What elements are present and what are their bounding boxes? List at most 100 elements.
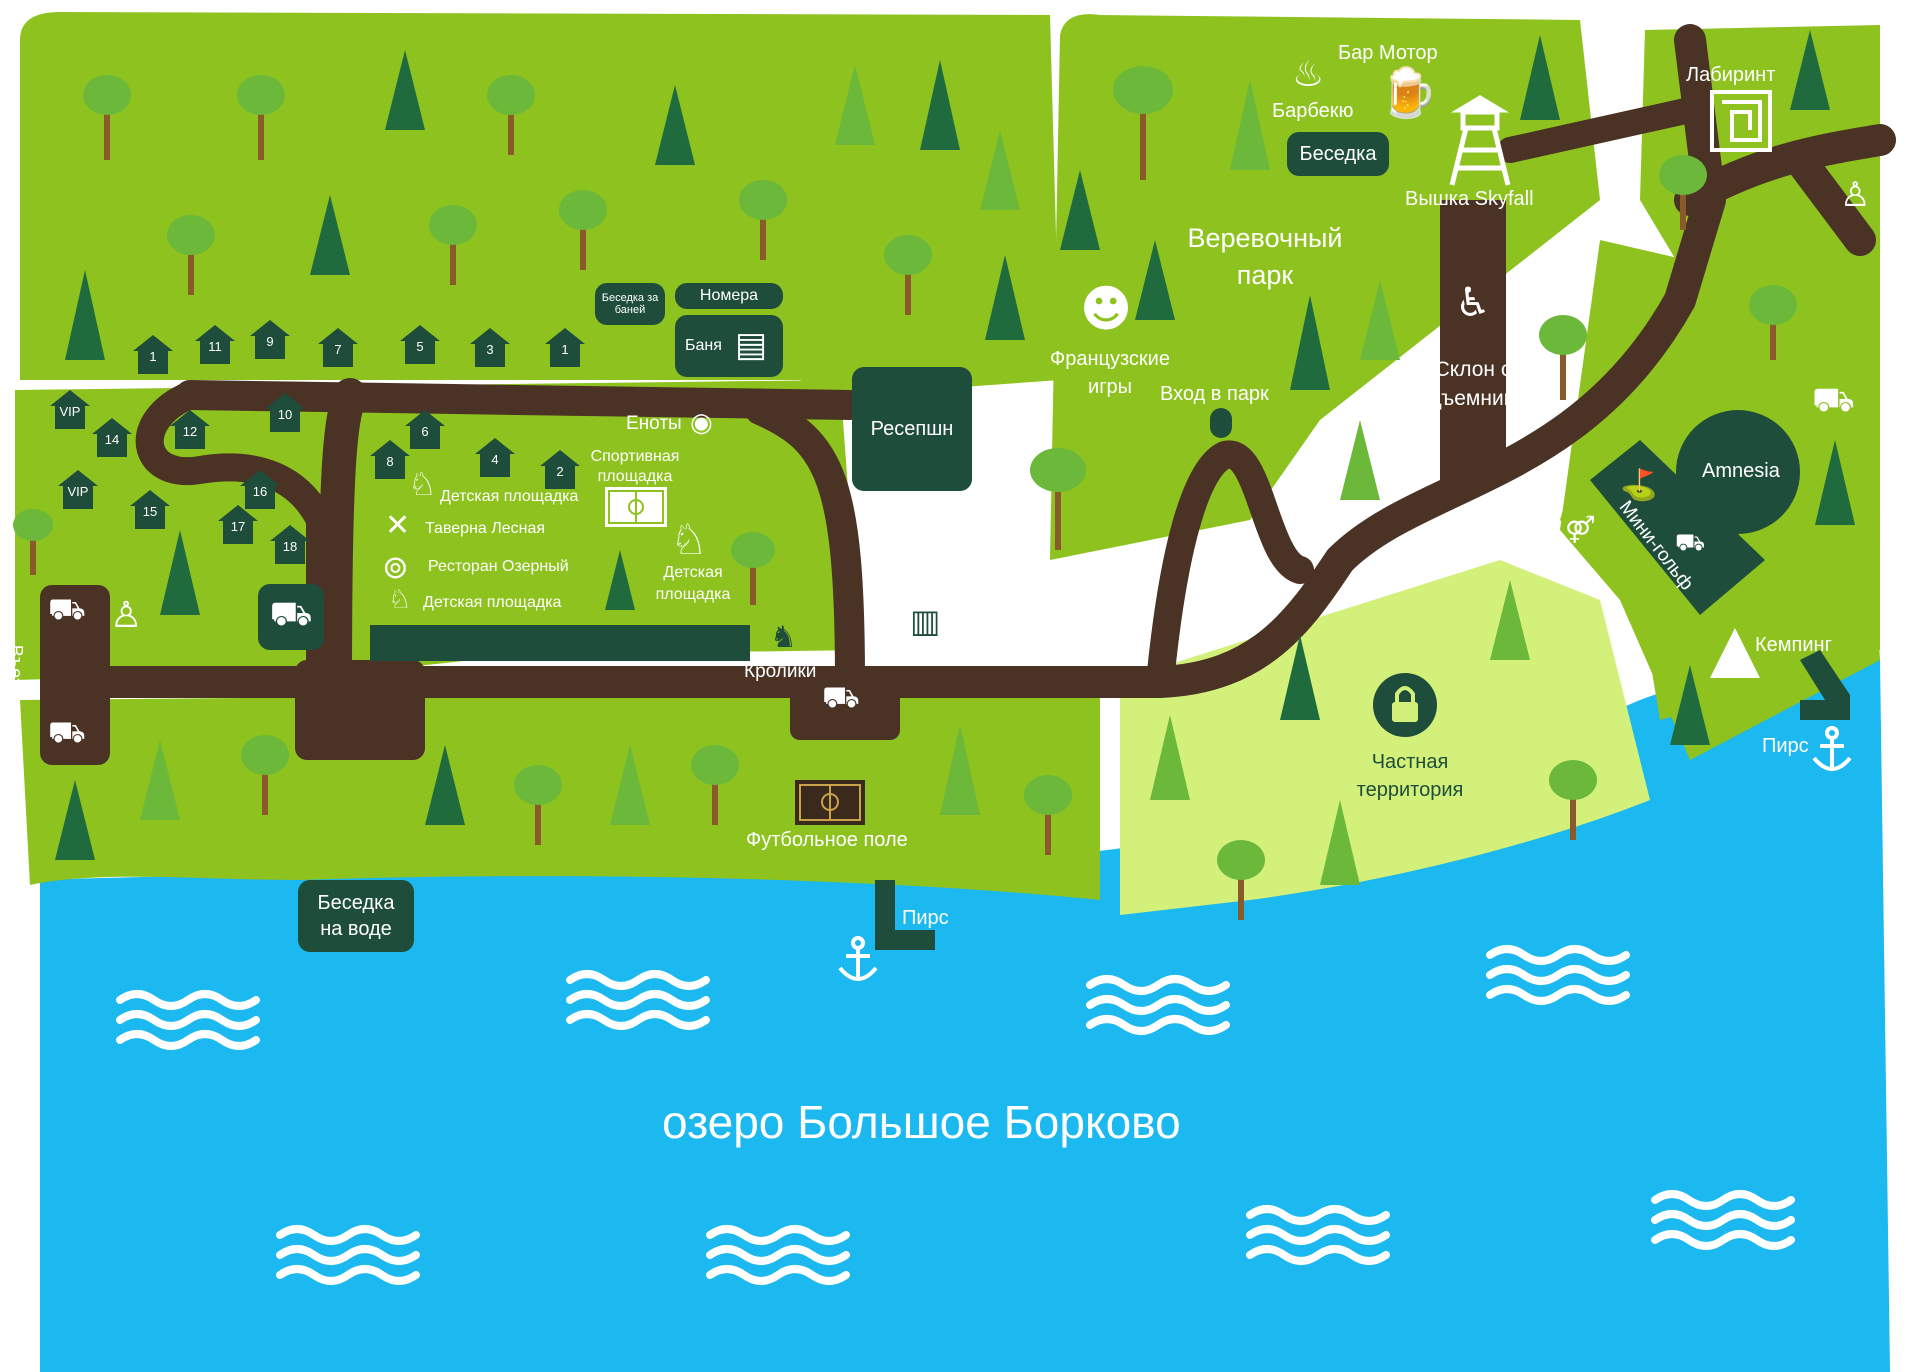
parking-box-west[interactable]: ⛟ — [258, 584, 324, 650]
car-icon-entrance-2: ⛟ — [48, 715, 86, 750]
cabin[interactable]: 12 — [170, 410, 210, 450]
cabin[interactable]: 18 — [270, 525, 310, 565]
cabin-number: 7 — [334, 342, 342, 357]
cabin-number: 3 — [486, 342, 494, 357]
grass-north-west — [20, 12, 1060, 395]
labyrinth-label: Лабиринт — [1686, 64, 1776, 86]
private-territory-label: Частная территория — [1356, 751, 1464, 801]
cabin[interactable]: 9 — [250, 320, 290, 360]
tower-label: Вышка Skyfall — [1405, 188, 1534, 210]
rental-label: Прокат — [918, 507, 974, 526]
beseda-box[interactable]: Беседка — [1287, 132, 1389, 176]
cabin[interactable]: 4 — [475, 438, 515, 478]
cabin[interactable]: 14 — [92, 418, 132, 458]
security-guard-icon-south: ♙ — [870, 595, 903, 636]
beseda-water-box[interactable]: Беседка на воде — [298, 880, 414, 952]
parking-entrance — [40, 585, 110, 765]
security-guard-icon-west: ♙ — [110, 595, 143, 636]
ski-lift-icon: ♿ — [1455, 280, 1491, 326]
beseda-bath-box[interactable]: Беседка за баней — [595, 283, 665, 325]
bath-box[interactable]: Баня▤ — [675, 315, 783, 377]
cabin[interactable]: 15 — [130, 490, 170, 530]
slope-label: Склон с подъемником — [1406, 358, 1540, 410]
cabin-number: 15 — [142, 504, 158, 519]
trees-leafy — [13, 66, 1797, 920]
cabin[interactable]: 6 — [405, 410, 445, 450]
cabin[interactable]: 11 — [195, 325, 235, 365]
reception-label: Ресепшн — [870, 417, 954, 440]
restaurant-label: Ресторан Озерный — [428, 558, 569, 575]
sport-ground-label: Спортивная площадка — [590, 448, 680, 485]
parking-kroliki — [790, 670, 900, 740]
football-field — [795, 780, 865, 825]
cabin-number: 2 — [556, 464, 564, 479]
cabin[interactable]: VIP — [50, 390, 90, 430]
cabin-number: VIP — [67, 484, 89, 499]
cabin[interactable]: 1 — [133, 335, 173, 375]
cabin[interactable]: 5 — [400, 325, 440, 365]
golfer-icon: ⛳ — [1620, 468, 1658, 503]
plate-icon: ⊚ — [382, 548, 409, 586]
cabin-number: 5 — [416, 339, 424, 354]
bbq-label: Барбекю — [1272, 100, 1354, 122]
cabin[interactable]: 17 — [218, 505, 258, 545]
minigolf-band — [1590, 440, 1765, 615]
reception-box[interactable]: Ресепшн — [852, 367, 972, 491]
cabin-number: 11 — [208, 339, 222, 354]
bath-label: Баня — [685, 337, 722, 354]
cabin[interactable]: 16 — [240, 470, 280, 510]
kids-playground-label-3: Детская площадка — [423, 594, 562, 611]
cabin[interactable]: 2 — [540, 450, 580, 490]
cabin-number: VIP — [59, 404, 81, 419]
cabin[interactable]: VIP — [58, 470, 98, 510]
cabin-number: 14 — [104, 432, 120, 447]
rocking-horse-icon: ♘ — [408, 465, 437, 503]
cabin[interactable]: 7 — [318, 328, 358, 368]
cabin-number: 6 — [421, 424, 429, 439]
rooms-box[interactable]: Номера — [675, 283, 783, 309]
rocking-horse-icon-east: ♘ — [670, 515, 708, 564]
cabin-number: 10 — [277, 407, 293, 422]
cabin[interactable]: 1 — [545, 328, 585, 368]
slope-lift — [1440, 200, 1506, 480]
raccoon-icon: ◉ — [690, 408, 713, 438]
tent-icon — [1710, 628, 1760, 678]
cabin-number: 12 — [182, 424, 198, 439]
cabin-number: 4 — [491, 452, 499, 467]
trees-light — [140, 65, 1530, 885]
kids-playground-label-2: Детская площадка — [655, 564, 731, 603]
anchor-icon — [838, 936, 878, 981]
park-entrance-label: Вход в парк — [1160, 383, 1269, 405]
cabin[interactable]: 8 — [370, 440, 410, 480]
brain-head-icon: ☻ — [1080, 280, 1133, 338]
cabin-number: 9 — [266, 334, 274, 349]
grass-south-west — [20, 690, 1100, 900]
fence-gate-icon: ▥ — [910, 602, 941, 640]
trees-conifer — [55, 30, 1855, 860]
car-icon-entrance-1: ⛟ — [48, 592, 86, 627]
amnesia-label: Amnesia — [1702, 460, 1780, 482]
raccoons-label: Еноты — [626, 413, 682, 434]
rooms-label: Номера — [699, 287, 759, 304]
tower-icon — [1449, 95, 1511, 186]
car-icon-east: ⛟ — [1812, 380, 1855, 420]
parking-south — [295, 660, 425, 760]
fence — [370, 625, 750, 661]
pier-south — [875, 880, 935, 950]
kids-playground-label-1: Детская площадка — [440, 488, 579, 505]
beseda-water-label: Беседка на воде — [317, 892, 395, 940]
cabin-number: 17 — [230, 519, 246, 534]
cabin-number: 1 — [149, 349, 157, 364]
lake-name: озеро Большое Борково — [662, 1096, 1181, 1148]
car-icon-west: ⛟ — [269, 595, 313, 633]
toilet-icon: ⚤ — [962, 603, 998, 638]
cabin[interactable]: 10 — [265, 393, 305, 433]
bar-label: Бар Мотор — [1338, 42, 1438, 64]
cabin[interactable]: 3 — [470, 328, 510, 368]
park-entrance-gate[interactable] — [1210, 408, 1232, 438]
french-games-label: Французские игры — [1050, 348, 1170, 398]
tavern-label: Таверна Лесная — [425, 520, 546, 537]
cabin-number: 8 — [386, 454, 394, 469]
labyrinth-icon — [1710, 90, 1772, 152]
